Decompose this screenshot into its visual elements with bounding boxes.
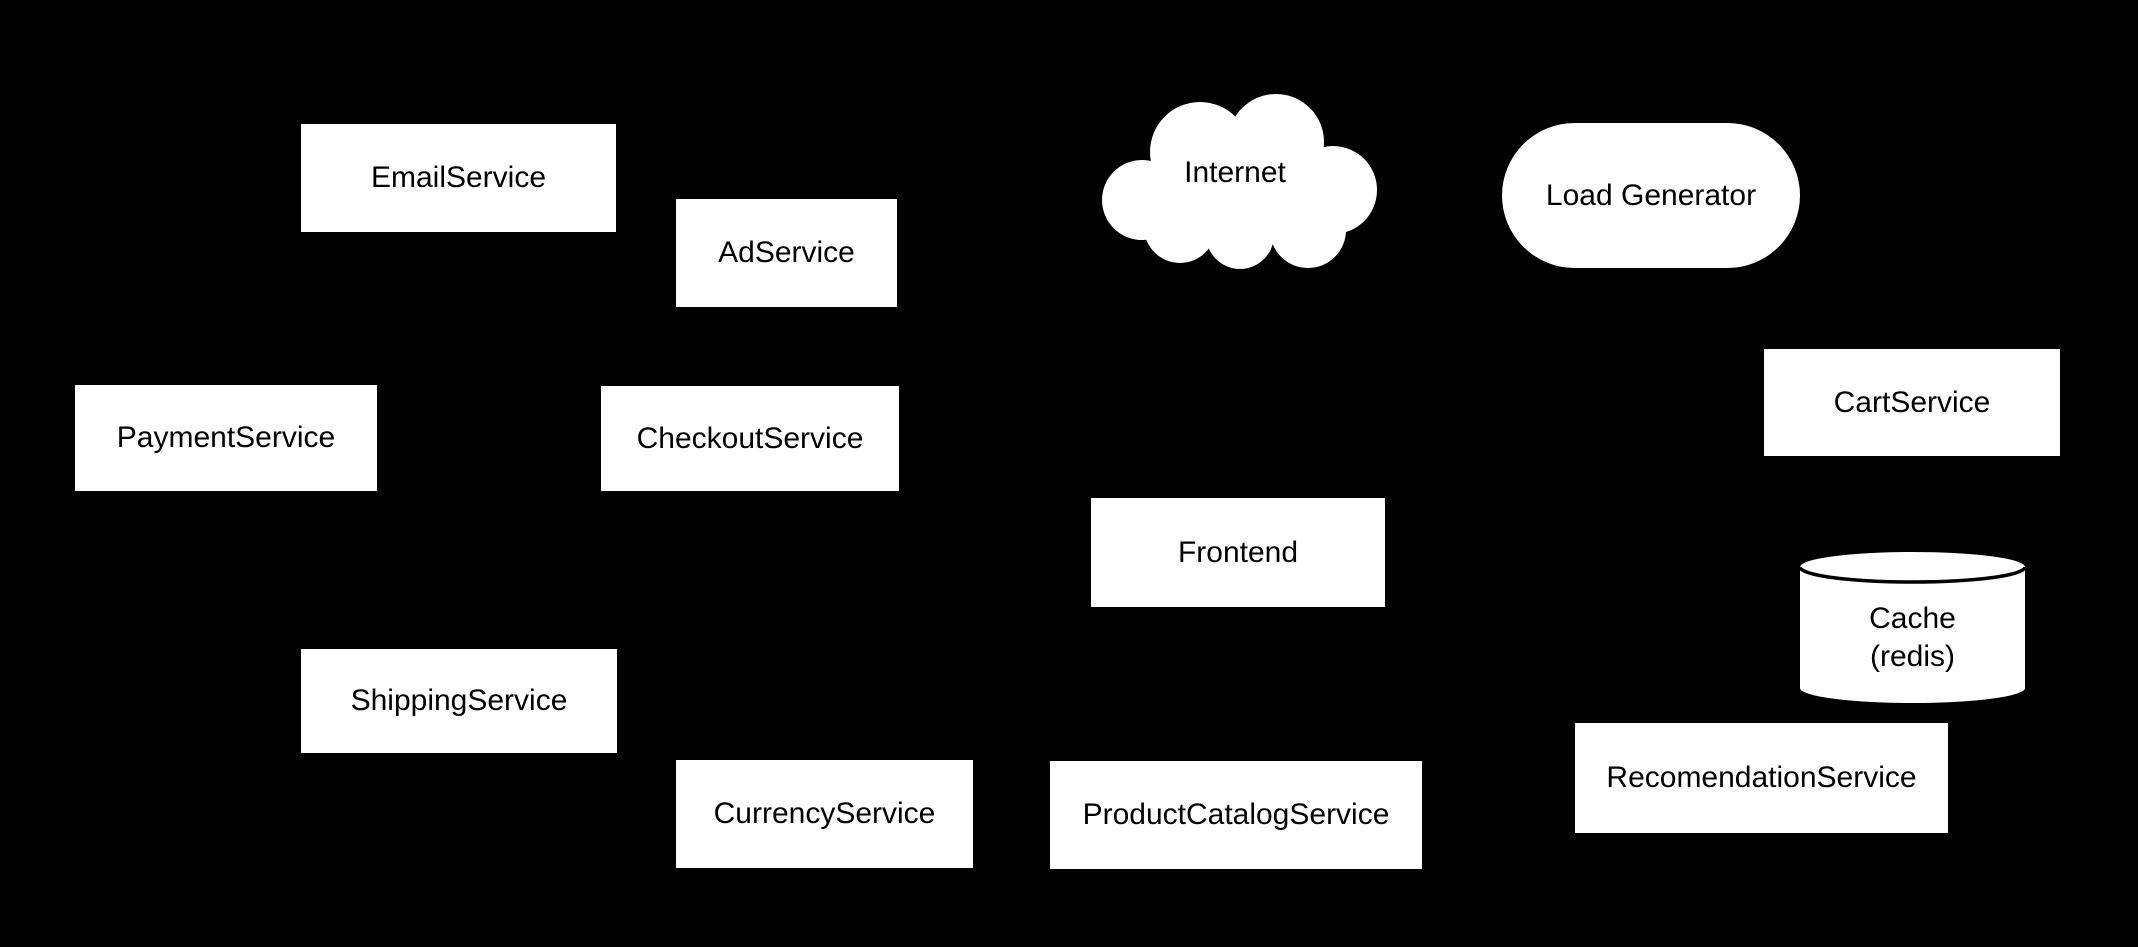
cache-label-line2: (redis) [1869, 639, 1955, 673]
node-payment-service: PaymentService [75, 385, 377, 491]
node-cart-service: CartService [1764, 349, 2060, 456]
cache-label-line1: Cache [1869, 602, 1956, 635]
node-shipping-service: ShippingService [301, 649, 617, 753]
node-currency-service: CurrencyService [676, 760, 973, 868]
node-cache-label: Cache (redis) [1800, 600, 2025, 675]
node-load-generator: Load Generator [1502, 123, 1800, 268]
node-cache-redis: Cache (redis) [1800, 552, 2025, 703]
node-frontend: Frontend [1091, 498, 1385, 607]
node-ad-service: AdService [676, 199, 897, 307]
node-internet-label: Internet [1184, 156, 1286, 189]
cloud-shape [1102, 94, 1377, 269]
node-email-service: EmailService [301, 124, 616, 232]
node-checkout-service: CheckoutService [601, 386, 899, 491]
node-internet: Internet [1090, 88, 1380, 271]
cylinder-shape [1800, 552, 2025, 703]
node-product-catalog-service: ProductCatalogService [1050, 761, 1422, 869]
node-recomendation-service: RecomendationService [1575, 723, 1948, 833]
